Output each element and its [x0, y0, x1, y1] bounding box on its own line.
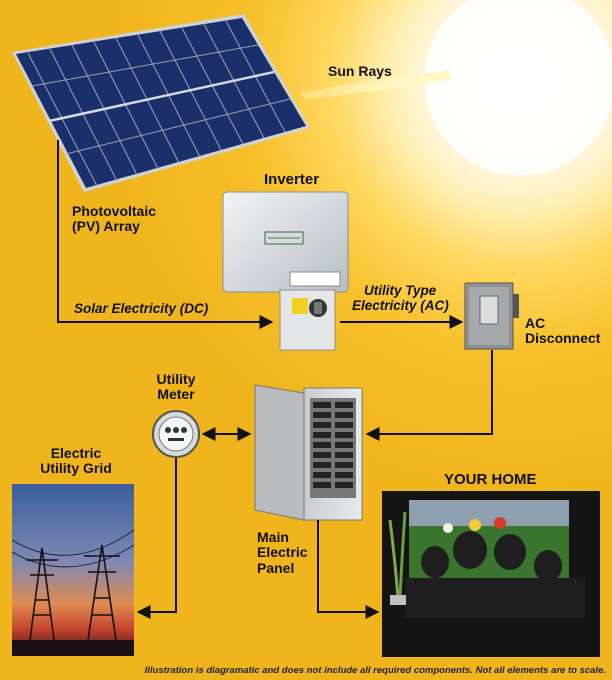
- main-panel-label-line1: Main: [257, 529, 289, 545]
- utility-meter-label-line2: Meter: [157, 386, 195, 403]
- inverter-label: Inverter: [264, 171, 320, 188]
- ac-disconnect-label-line1: AC: [525, 315, 546, 331]
- footnote: Illustration is diagramatic and does not…: [144, 665, 606, 676]
- utility-grid-label-line2: Utility Grid: [40, 460, 112, 477]
- your-home-label: YOUR HOME: [444, 471, 537, 488]
- sun-rays-label: Sun Rays: [328, 63, 392, 79]
- ac-disconnect-label-line2: Disconnect: [525, 330, 601, 347]
- utility-grid-label-line1: Electric: [50, 445, 102, 461]
- utility-ac-label: Utility Type Electricity (AC): [352, 283, 449, 314]
- ac-disconnect-label: AC Disconnect: [525, 315, 601, 347]
- utility-grid-photo: [11, 484, 135, 656]
- main-panel-label-line3: Panel: [257, 559, 295, 576]
- main-panel-label: Main Electric Panel: [257, 529, 308, 576]
- sun-ray: [300, 70, 452, 100]
- utility-meter-graphic: [152, 410, 200, 458]
- utility-meter-label-line1: Utility: [156, 371, 196, 387]
- home-photo: [382, 491, 600, 657]
- pv-array-label: Photovoltaic (PV) Array: [72, 203, 157, 235]
- pv-array: [12, 14, 310, 192]
- main-electric-panel: [254, 384, 363, 521]
- main-panel-label-line2: Electric: [257, 544, 308, 561]
- pv-array-label-line1: Photovoltaic: [72, 203, 157, 219]
- utility-grid-label: Electric Utility Grid: [26, 445, 126, 477]
- inverter-box: [222, 191, 349, 351]
- solar-dc-label: Solar Electricity (DC): [74, 301, 209, 316]
- ac-disconnect-box: [464, 282, 519, 350]
- utility-ac-label-line2: Electricity (AC): [352, 297, 449, 313]
- pv-array-label-line2: (PV) Array: [72, 218, 140, 235]
- utility-ac-label-line1: Utility Type: [364, 283, 437, 298]
- utility-meter-label: Utility Meter: [150, 371, 202, 403]
